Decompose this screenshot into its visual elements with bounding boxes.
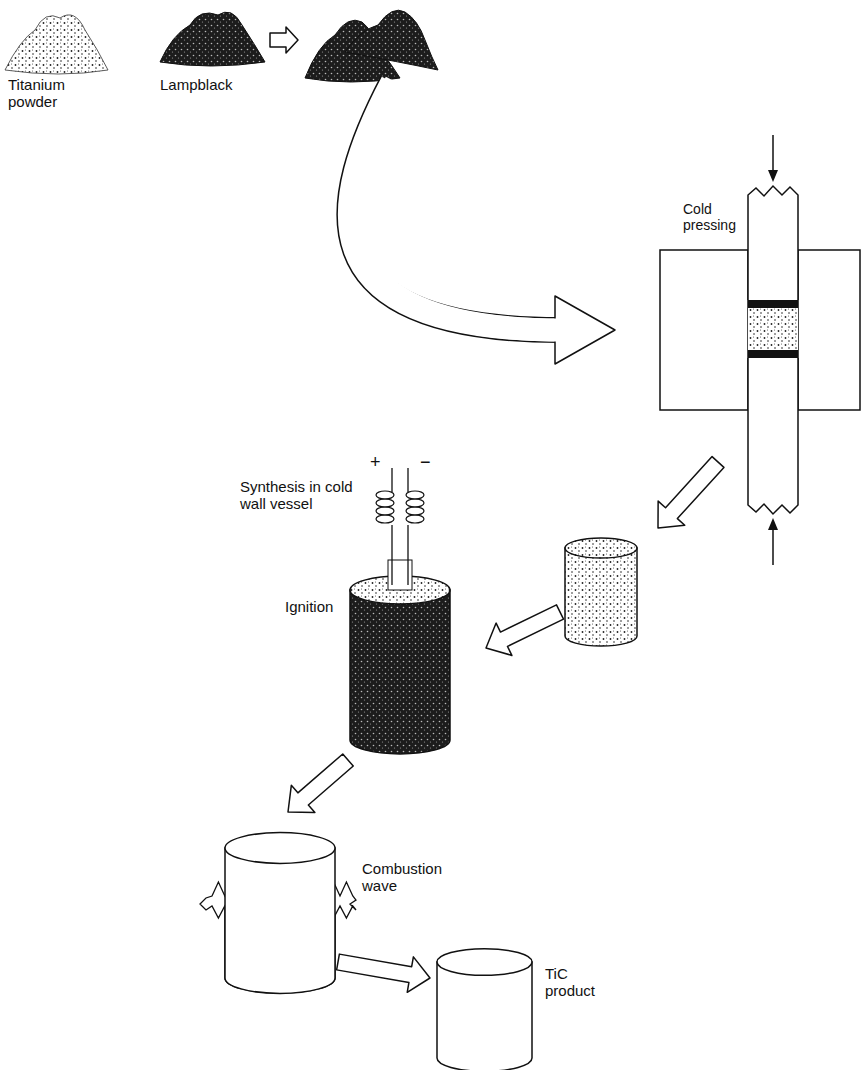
step-label: Combustion wave (362, 860, 452, 895)
flow-arrow (486, 605, 564, 656)
lampblack-pile (160, 12, 265, 66)
step-label: TiC product (545, 965, 615, 1000)
step-label: Ignition (285, 598, 345, 615)
step-label: Lampblack (160, 76, 260, 93)
step-label: Cold pressing (683, 201, 743, 233)
flow-arrow (288, 754, 353, 813)
titanium-pile (5, 15, 108, 74)
flow-arrow (270, 27, 298, 53)
flow-arrow (658, 457, 724, 528)
pressed-pellet (565, 538, 637, 646)
step-label: + (370, 452, 384, 473)
flow-arrow (353, 82, 564, 330)
ignition-vessel (350, 576, 450, 754)
combustion-cylinder (225, 833, 335, 994)
step-label: Titanium powder (8, 76, 88, 111)
step-label: − (420, 452, 434, 473)
mixed-pile (345, 10, 438, 70)
tic-product (437, 949, 532, 1070)
step-label: Synthesis in cold wall vessel (240, 478, 365, 513)
flow-arrow (337, 954, 430, 992)
ignition-coil (376, 468, 424, 590)
